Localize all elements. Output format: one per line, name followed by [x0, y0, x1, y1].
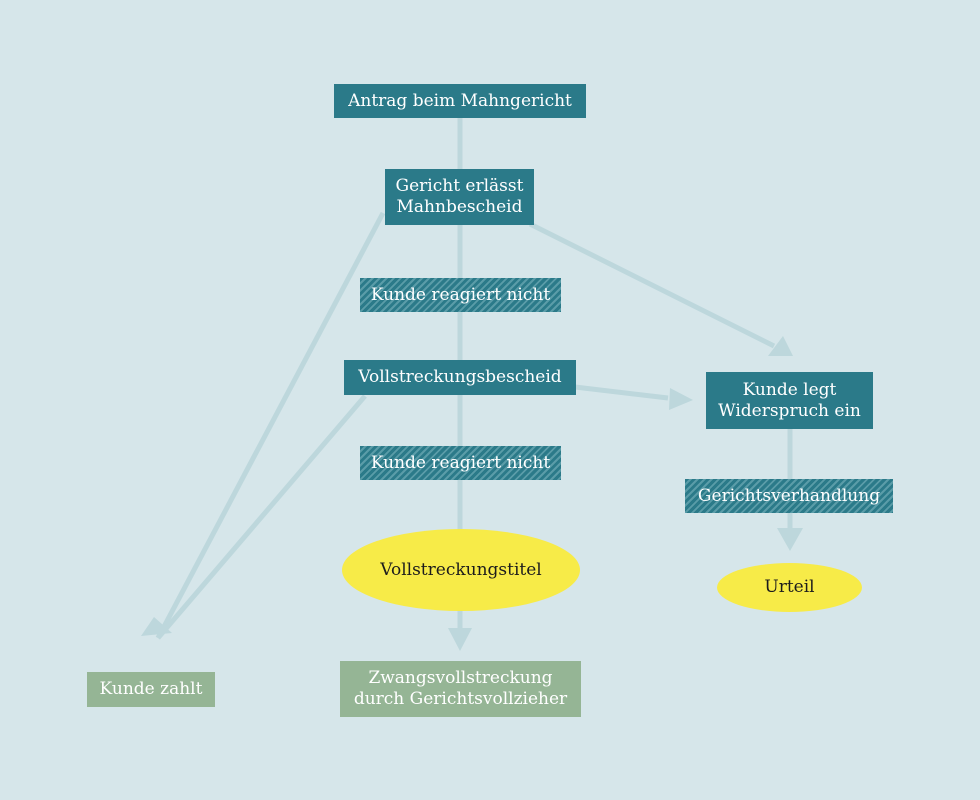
- node-vollstreckungsbescheid: Vollstreckungsbescheid: [344, 360, 576, 395]
- node-urteil: Urteil: [717, 563, 862, 612]
- arrowhead-kunde-zahlt: [141, 617, 172, 636]
- node-gerichtsverhandlung-label: Gerichtsverhandlung: [697, 485, 881, 506]
- node-reagiert-nicht-2: Kunde reagiert nicht: [360, 446, 561, 480]
- arrowhead-widerspruch-left: [669, 388, 693, 410]
- node-urteil-label: Urteil: [764, 577, 815, 597]
- node-widerspruch-label: Kunde legt Widerspruch ein: [718, 379, 861, 421]
- edge-mahnbescheid-kunde-zahlt: [155, 211, 386, 640]
- node-reagiert-nicht-2-label: Kunde reagiert nicht: [370, 452, 551, 473]
- node-mahnbescheid: Gericht erlässt Mahnbescheid: [385, 169, 534, 225]
- node-reagiert-nicht-1-label: Kunde reagiert nicht: [370, 284, 551, 305]
- node-vollstreckungstitel-label: Vollstreckungstitel: [380, 559, 542, 580]
- node-zwangsvollstreckung-label: Zwangsvollstreckung durch Gerichtsvollzi…: [353, 668, 568, 709]
- node-vollstreckungsbescheid-label: Vollstreckungsbescheid: [358, 367, 562, 387]
- edge-vollstreckungsbescheid-widerspruch: [574, 384, 669, 401]
- node-reagiert-nicht-1: Kunde reagiert nicht: [360, 278, 561, 312]
- node-gerichtsverhandlung: Gerichtsverhandlung: [685, 479, 893, 513]
- node-kunde-zahlt-label: Kunde zahlt: [99, 679, 203, 699]
- edge-vollstreckungsbescheid-kunde-zahlt: [156, 394, 367, 640]
- node-vollstreckungstitel: Vollstreckungstitel: [342, 529, 580, 611]
- node-antrag: Antrag beim Mahngericht: [334, 84, 586, 118]
- node-mahnbescheid-label: Gericht erlässt Mahnbescheid: [395, 176, 524, 217]
- edge-mahnbescheid-widerspruch: [528, 221, 776, 349]
- arrowhead-widerspruch-top: [768, 336, 793, 356]
- node-zwangsvollstreckung: Zwangsvollstreckung durch Gerichtsvollzi…: [340, 661, 581, 717]
- arrowhead-zwangsvollstreckung: [448, 628, 472, 651]
- arrowhead-urteil: [777, 528, 803, 551]
- node-widerspruch: Kunde legt Widerspruch ein: [706, 372, 873, 429]
- node-kunde-zahlt: Kunde zahlt: [87, 672, 215, 707]
- node-antrag-label: Antrag beim Mahngericht: [348, 90, 572, 111]
